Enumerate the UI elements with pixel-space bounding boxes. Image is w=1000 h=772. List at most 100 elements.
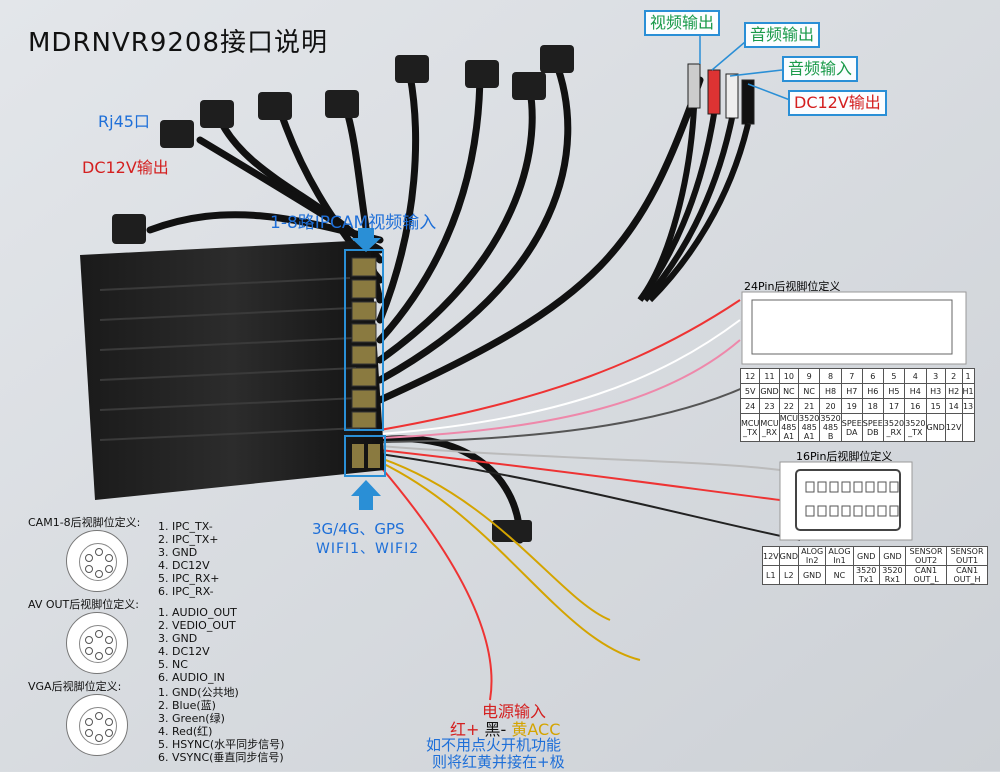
pin-item: 6. VSYNC(垂直同步信号)	[158, 751, 284, 764]
pin-cell: CAN1 OUT_L	[905, 565, 948, 585]
vga-pin-list: 1. GND(公共地)2. Blue(蓝)3. Green(绿)4. Red(红…	[158, 686, 284, 764]
g3g4-gps-label: 3G/4G、GPS	[312, 520, 405, 538]
pin-cell: MCU 485 A1	[778, 413, 800, 442]
power-black-label: 黑-	[484, 720, 507, 739]
pin-cell: 3520 485 B	[819, 413, 842, 442]
pin-cell: SPEE DA	[840, 413, 863, 442]
pin-cell	[961, 413, 975, 442]
pin-cell: MCU _TX	[739, 413, 761, 442]
pin-cell: 3520 _RX	[882, 413, 906, 442]
pin-cell: 5V	[739, 383, 761, 399]
pin-cell: 14	[944, 398, 963, 414]
pin-item: 5. IPC_RX+	[158, 572, 220, 585]
pin-cell: NC	[825, 565, 854, 585]
pin-cell: 4	[904, 368, 927, 384]
connector-pin	[85, 553, 94, 562]
connector-pin	[104, 635, 113, 644]
pin-cell: GND	[878, 546, 907, 566]
pin-cell: H2	[944, 383, 963, 399]
ipcam-input-label: 1-8路IPCAM视频输入	[270, 213, 437, 233]
power-note-1: 如不用点火开机功能	[426, 736, 562, 754]
pin-cell: GND	[759, 383, 780, 399]
pin-cell: 3520 _TX	[904, 413, 927, 442]
pin-item: 1. AUDIO_OUT	[158, 606, 237, 619]
connector-pin	[85, 646, 94, 655]
cam-connector-diagram	[66, 530, 128, 592]
pin-cell: MCU _RX	[759, 413, 780, 442]
connector-pin	[85, 564, 94, 573]
connector-pin	[95, 548, 103, 556]
pin-cell: 5	[882, 368, 906, 384]
connector-pin	[104, 728, 113, 737]
pin-cell: H5	[882, 383, 906, 399]
pin-cell: GND	[925, 413, 946, 442]
pin-cell: 12V	[762, 546, 780, 566]
audio-out-label: 音频输出	[744, 22, 821, 48]
video-out-label: 视频输出	[644, 10, 721, 36]
pin-item: 6. IPC_RX-	[158, 585, 214, 598]
vga-connector-diagram	[66, 694, 128, 756]
power-red-label: 红+	[450, 720, 480, 739]
pin-cell: 19	[840, 398, 863, 414]
pin-cell: ALOG In2	[797, 546, 827, 566]
pin-cell: 6	[861, 368, 884, 384]
connector-pin	[104, 717, 113, 726]
pin-cell: GND	[778, 546, 800, 566]
pin-item: 4. Red(红)	[158, 725, 213, 738]
pin-item: 1. GND(公共地)	[158, 686, 239, 699]
pin-cell: GND	[852, 546, 880, 566]
pin-cell: 2	[944, 368, 963, 384]
pin-cell: 12	[739, 368, 761, 384]
pin-item: 5. NC	[158, 658, 188, 671]
connector-pin	[95, 712, 103, 720]
pin16-title: 16Pin后视脚位定义	[796, 450, 893, 463]
av-section-title: AV OUT后视脚位定义:	[28, 598, 139, 611]
connector-pin	[95, 570, 103, 578]
pin-cell: 10	[778, 368, 800, 384]
pin-cell: 3520 485 A1	[798, 413, 821, 442]
pin-item: 5. HSYNC(水平同步信号)	[158, 738, 285, 751]
pin-item: 4. DC12V	[158, 559, 210, 572]
connector-pin	[104, 553, 113, 562]
pin24-title: 24Pin后视脚位定义	[744, 280, 841, 293]
pin-cell: 16	[904, 398, 927, 414]
cam-section-title: CAM1-8后视脚位定义:	[28, 516, 141, 529]
pin-item: 6. AUDIO_IN	[158, 671, 225, 684]
pin-cell: 13	[961, 398, 975, 414]
pin-cell: GND	[797, 565, 827, 585]
pin-cell: H8	[819, 383, 842, 399]
connector-pin	[95, 734, 103, 742]
pin-cell: NC	[798, 383, 821, 399]
pin-cell: SENSOR OUT2	[905, 546, 948, 566]
pin-cell: L1	[762, 565, 780, 585]
connector-pin	[104, 646, 113, 655]
power-colors: 红+ 黑- 黄ACC	[450, 716, 560, 740]
pin-cell: H7	[840, 383, 863, 399]
pin-cell: 24	[739, 398, 761, 414]
pin-cell: 3	[925, 368, 946, 384]
pin-cell: 23	[759, 398, 780, 414]
connector-pin	[85, 717, 94, 726]
dc12v-out-right-label: DC12V输出	[788, 90, 887, 116]
wifi-label: WIFI1、WIFI2	[316, 541, 420, 557]
pin-item: 2. Blue(蓝)	[158, 699, 216, 712]
connector-pin	[104, 564, 113, 573]
pin-cell: NC	[778, 383, 800, 399]
pin-item: 3. Green(绿)	[158, 712, 225, 725]
connector-pin	[95, 652, 103, 660]
dc12v-out-left-label: DC12V输出	[82, 158, 169, 177]
av-connector-diagram	[66, 612, 128, 674]
pin-cell: 9	[798, 368, 821, 384]
pin-cell: 21	[798, 398, 821, 414]
power-input-label: 电源输入	[482, 702, 547, 721]
power-yellow-label: 黄ACC	[511, 720, 561, 739]
connector-pin	[85, 728, 94, 737]
audio-in-label: 音频输入	[782, 56, 859, 82]
